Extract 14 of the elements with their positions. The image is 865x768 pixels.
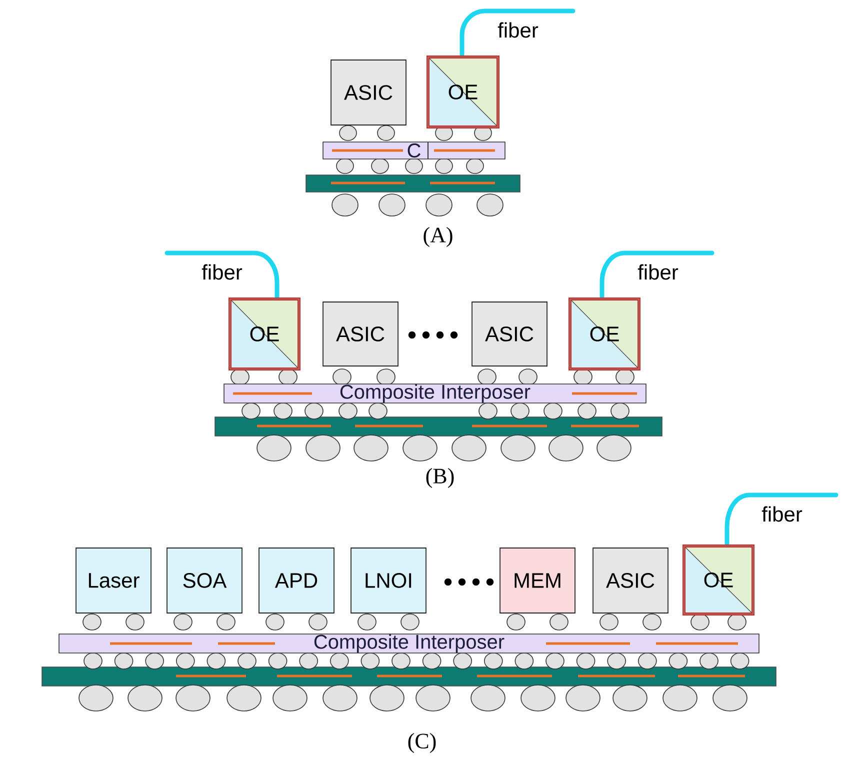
chip-box: ASIC (322, 302, 398, 366)
chip-box: LNOI (350, 548, 426, 614)
chip-box: SOA (166, 548, 242, 614)
interposer: Composite Interposer (58, 634, 760, 654)
chip-box: ASIC (330, 60, 406, 126)
figure-label: (B) (426, 468, 454, 488)
chip-box: Laser (76, 548, 152, 614)
chip-box: ASIC (592, 548, 668, 614)
figure-label: (C) (408, 733, 436, 753)
chip-box: APD (258, 548, 334, 614)
figure-label: (A) (424, 227, 452, 247)
interposer: Composite Interposer (224, 384, 646, 404)
chip-box: MEM (500, 548, 576, 614)
chip-box: ASIC (472, 302, 548, 366)
